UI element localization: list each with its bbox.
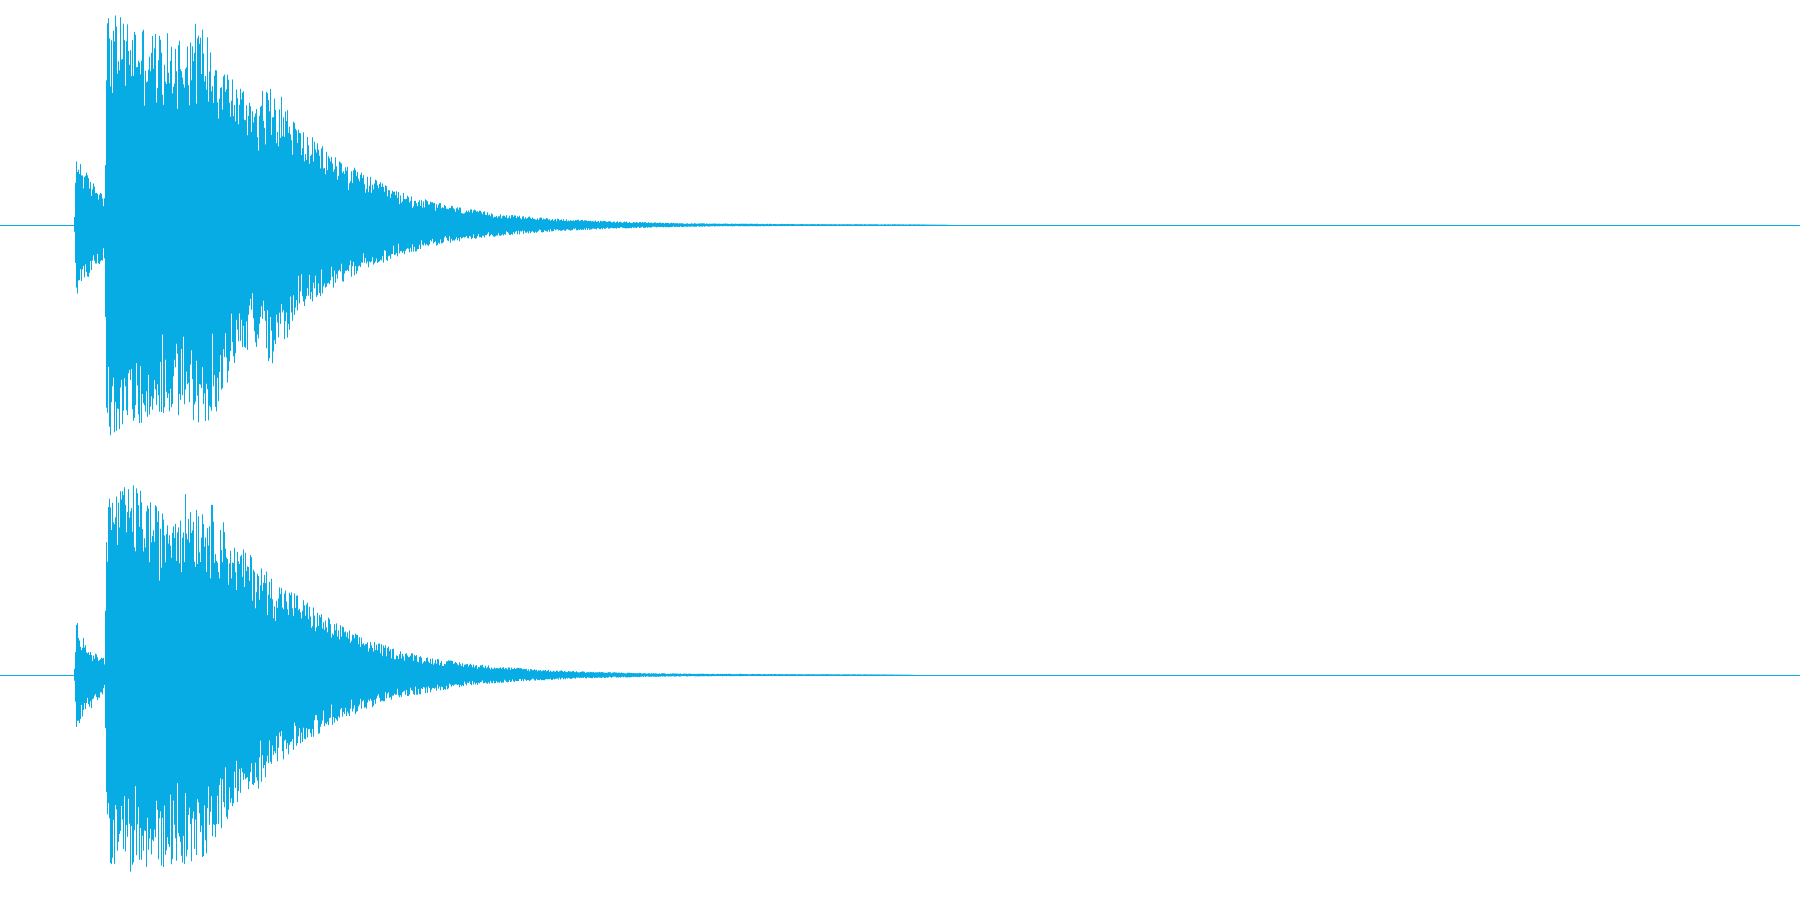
waveform-core	[74, 588, 918, 765]
waveform-channel-1	[0, 15, 1800, 436]
waveform-core	[74, 129, 954, 321]
waveform-channel-2	[0, 485, 1800, 872]
